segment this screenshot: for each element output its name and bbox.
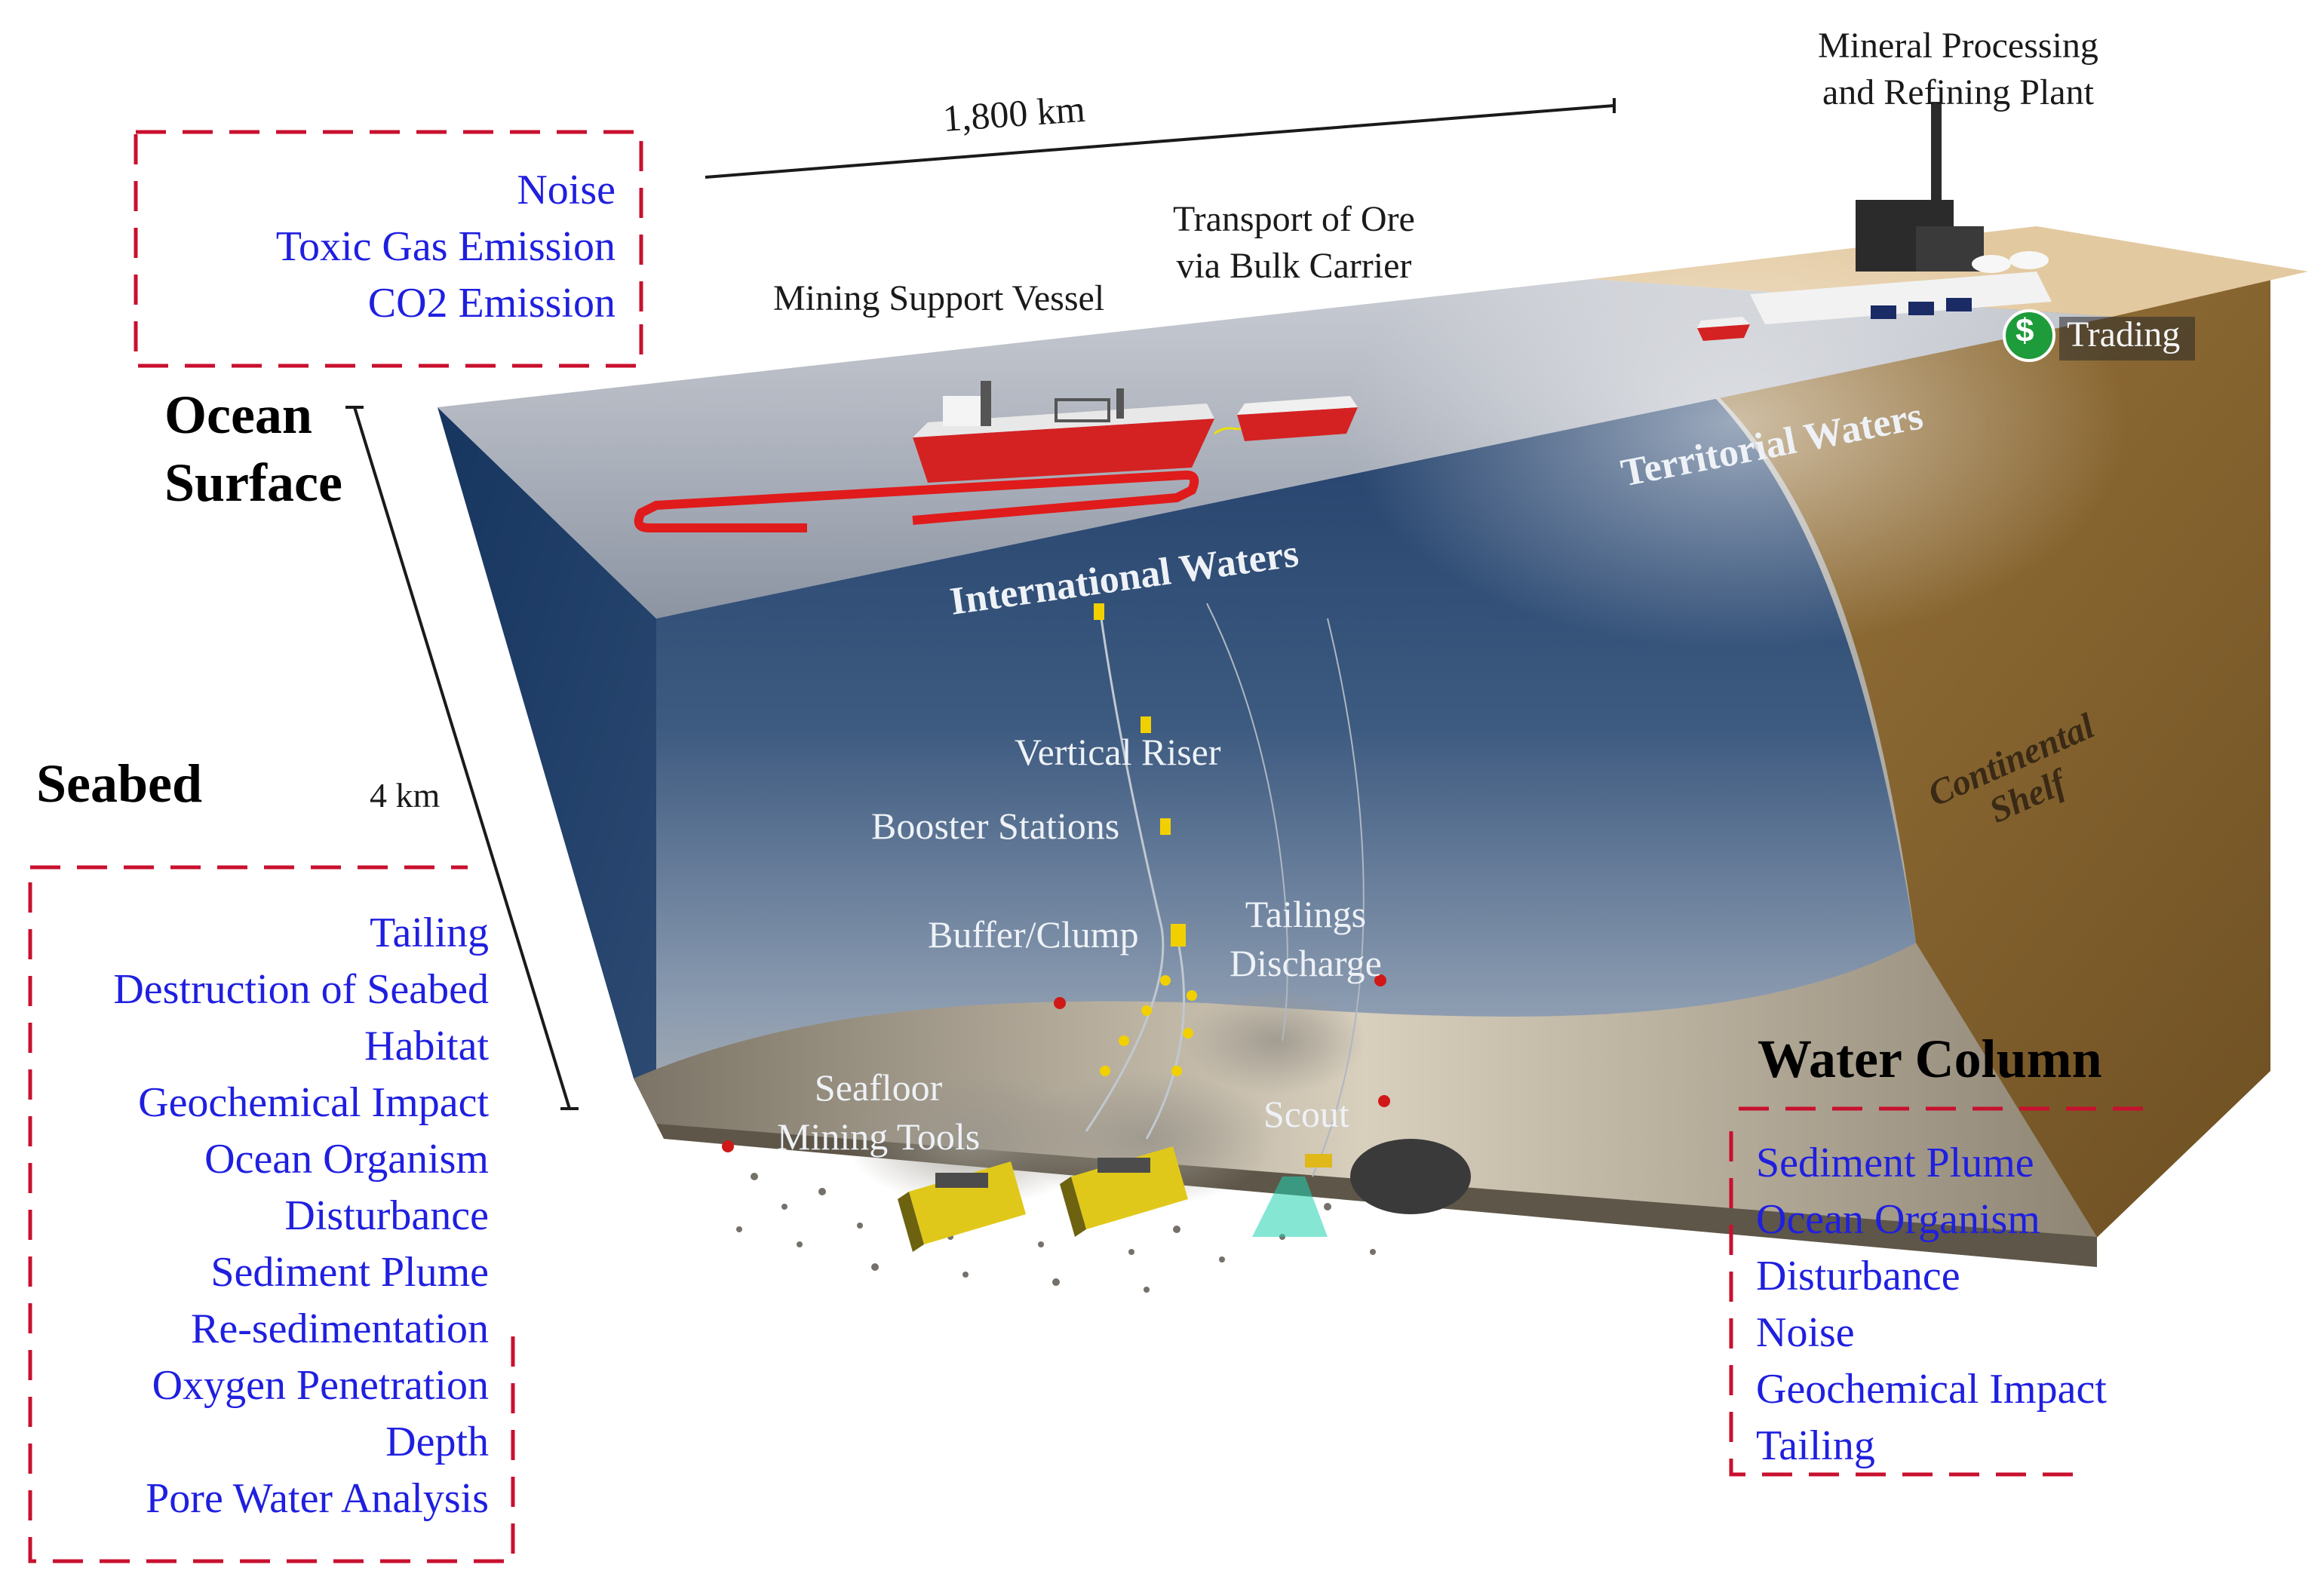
impact-item: Noise [1756, 1309, 1855, 1356]
impact-item: Habitat [364, 1023, 489, 1069]
seabed-impact-frame [28, 865, 515, 1563]
tailings-plume [1184, 988, 1365, 1094]
sampling-markers [722, 974, 1390, 1152]
refinery-icon [1750, 102, 2052, 324]
impact-item: Destruction of Seabed [113, 966, 489, 1013]
impact-item: Re-sedimentation [190, 1305, 489, 1352]
scout-icon [1252, 1154, 1332, 1237]
scout-label: Scout [1263, 1093, 1349, 1135]
vertical-scale-line [353, 407, 571, 1109]
mining-tool-icon [1060, 1146, 1188, 1237]
impact-item: Geochemical Impact [138, 1079, 489, 1126]
impact-item: Ocean Organism [204, 1136, 489, 1183]
tailings-label: Tailings Discharge [1230, 893, 1382, 984]
impact-item: Tailing [1756, 1422, 1875, 1469]
ocean-surface-heading: Ocean Surface [164, 385, 342, 513]
trading-label-backdrop [2059, 317, 2195, 361]
ocean-block-left-face [437, 407, 656, 1124]
mining-tool-icon [898, 1161, 1026, 1252]
tailings-pipe-line [1206, 603, 1288, 1042]
impact-item: Sediment Plume [210, 1249, 489, 1296]
vessel-track [634, 470, 1199, 532]
booster-label: Booster Stations [871, 805, 1120, 847]
dollar-icon: $ [2015, 312, 2034, 349]
vertical-riser-line [1085, 618, 1165, 1132]
impact-item: Ocean Organism [1756, 1196, 2040, 1243]
impact-item: Pore Water Analysis [146, 1475, 489, 1522]
impact-item: Disturbance [1756, 1253, 1960, 1299]
horizontal-scale-line [705, 104, 1615, 179]
impact-item: Toxic Gas Emission [275, 223, 616, 270]
transport-label: Transport of Ore via Bulk Carrier [1173, 199, 1415, 287]
impact-item: Depth [385, 1419, 489, 1465]
bulk-carrier-icon [1697, 317, 1750, 341]
vessel-icon [913, 381, 1214, 483]
ocean-surface-impact-frame [134, 130, 643, 368]
tools-label: Seafloor Mining Tools [777, 1066, 981, 1158]
impact-item: Sediment Plume [1756, 1140, 2034, 1186]
impact-item: Disturbance [284, 1192, 489, 1239]
trading-badge [2003, 309, 2055, 362]
seabed-heading: Seabed [36, 753, 203, 814]
water-column-impact-frame [1729, 1106, 2150, 1477]
trading-label: Trading [2067, 314, 2181, 354]
buffer-label: Buffer/Clump [928, 913, 1139, 956]
impact-item: CO2 Emission [367, 280, 616, 327]
water-column-heading: Water Column [1758, 1029, 2102, 1089]
impact-item: Geochemical Impact [1756, 1366, 2107, 1413]
seafloor-boulder [1350, 1139, 1471, 1214]
vertical-scale-label: 4 km [370, 776, 441, 815]
scout-tether-line [1312, 618, 1365, 1177]
seafloor [634, 943, 2097, 1237]
riser-label: Vertical Riser [1015, 731, 1221, 773]
riser-branch-line [1145, 934, 1186, 1140]
bulk-carrier-icon [1237, 396, 1358, 441]
vessel-label: Mining Support Vessel [773, 278, 1105, 318]
impact-item: Noise [517, 167, 616, 213]
impact-item: Oxygen Penetration [152, 1362, 489, 1409]
riser-nodes [1094, 603, 1197, 1076]
impact-item: Tailing [370, 910, 489, 956]
impact-frames [28, 130, 2150, 1563]
plant-label: Mineral Processing and Refining Plant [1818, 26, 2098, 113]
